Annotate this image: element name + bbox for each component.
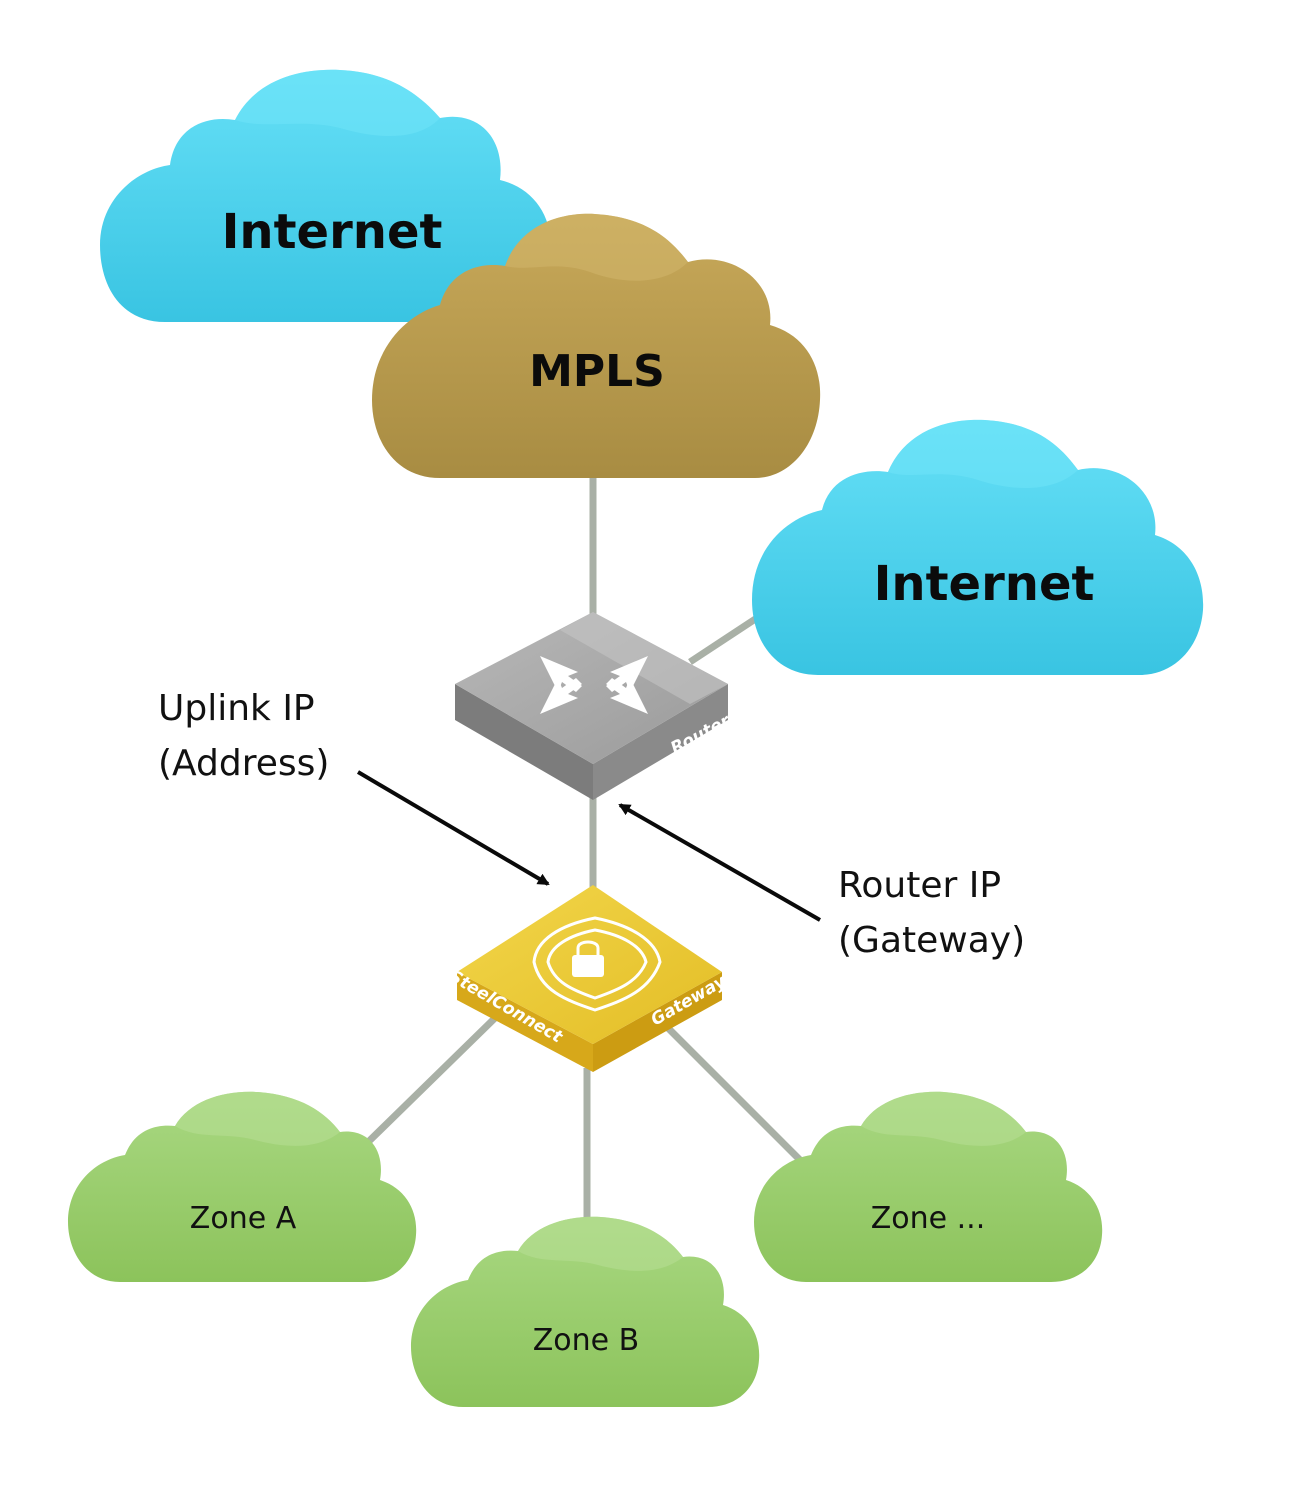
router-device: Router xyxy=(455,612,735,800)
router-arrows-icon xyxy=(540,656,648,714)
uplink-ip-line1: Uplink IP xyxy=(158,688,315,729)
router-ip-line1: Router IP xyxy=(838,865,1001,906)
router-ip-annotation: Router IP (Gateway) xyxy=(838,865,1025,961)
internet-cloud-top: Internet xyxy=(100,69,551,322)
gateway-device: SteelConnect Gateway xyxy=(445,885,730,1072)
shield-lock-icon xyxy=(532,916,662,1012)
zone-b-cloud: Zone B xyxy=(411,1216,760,1407)
link-gateway-zone-more xyxy=(665,1025,803,1163)
uplink-arrow xyxy=(356,770,550,886)
link-lines xyxy=(359,470,803,1240)
zone-b-label: Zone B xyxy=(533,1323,640,1358)
mpls-cloud: MPLS xyxy=(372,213,821,478)
internet-right-label: Internet xyxy=(874,556,1095,612)
zone-more-label: Zone ... xyxy=(871,1201,986,1236)
link-gateway-zone-a xyxy=(359,1015,498,1151)
internet-top-label: Internet xyxy=(222,204,443,260)
router-ip-line2: (Gateway) xyxy=(838,920,1025,961)
zone-more-cloud: Zone ... xyxy=(754,1091,1103,1282)
uplink-ip-annotation: Uplink IP (Address) xyxy=(158,688,329,784)
mpls-label: MPLS xyxy=(529,346,665,397)
zone-a-cloud: Zone A xyxy=(68,1091,417,1282)
annotation-arrows xyxy=(356,770,821,922)
zone-a-label: Zone A xyxy=(190,1201,297,1236)
router-ip-arrow xyxy=(618,803,821,922)
uplink-ip-line2: (Address) xyxy=(158,743,329,784)
internet-cloud-right: Internet xyxy=(752,419,1204,675)
